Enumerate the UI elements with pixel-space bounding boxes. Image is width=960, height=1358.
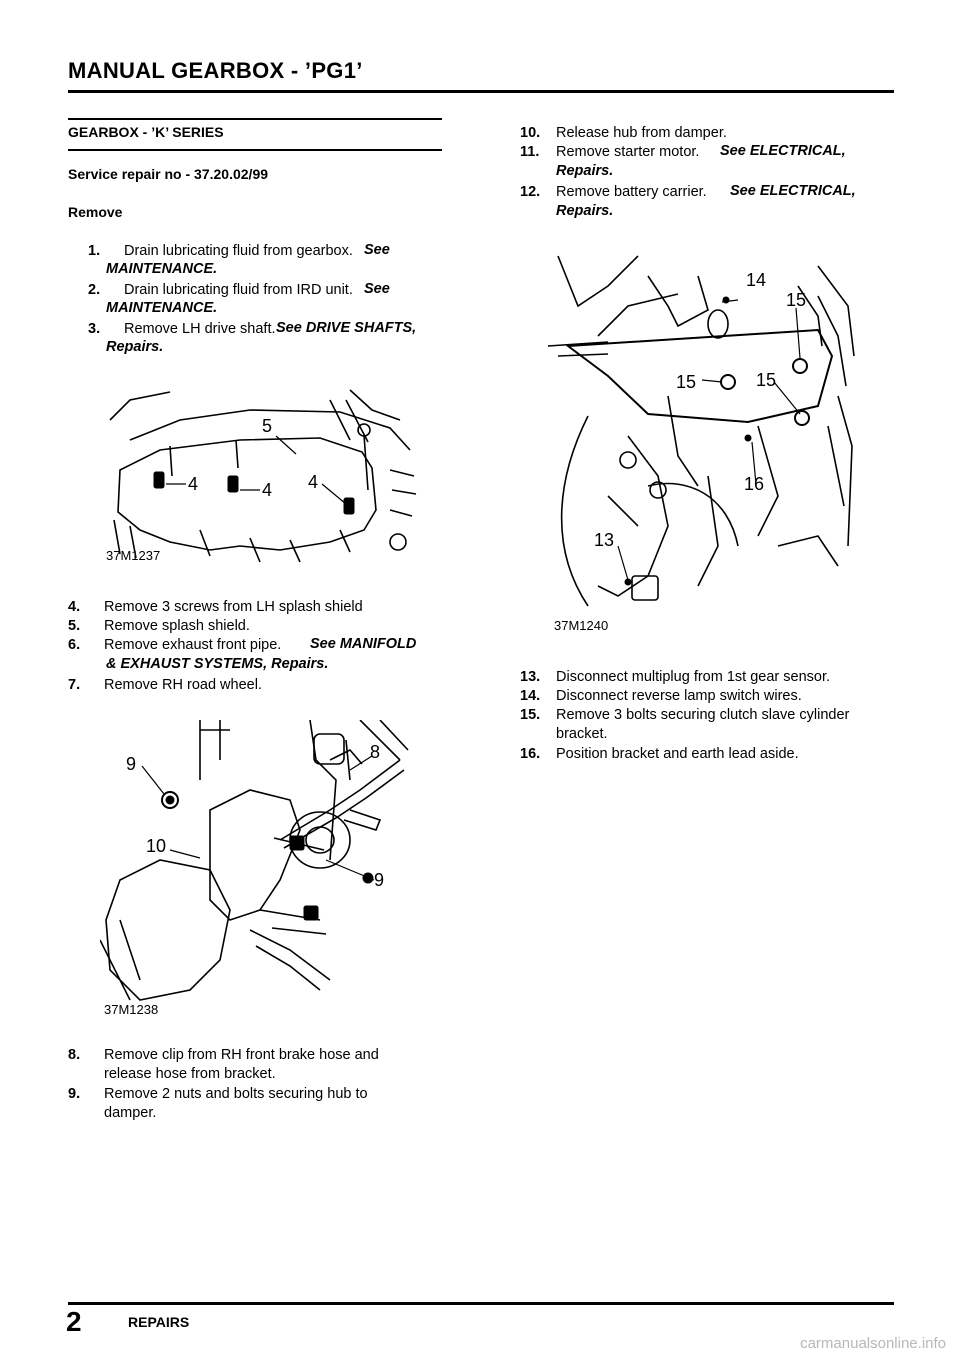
step-number: 8. — [68, 1047, 81, 1063]
callout-15: 15 — [756, 370, 777, 390]
page-title: MANUAL GEARBOX - ’PG1’ — [68, 58, 363, 83]
step-14: 14. Disconnect reverse lamp switch wires… — [520, 687, 900, 707]
step-number: 6. — [68, 637, 81, 653]
step-15: 15. Remove 3 bolts securing clutch slave… — [520, 706, 900, 746]
step-text: Remove battery carrier. — [556, 184, 707, 200]
callout-14: 14 — [746, 270, 767, 290]
callout-15: 15 — [786, 290, 807, 310]
step-number: 16. — [520, 746, 541, 762]
step-number: 11. — [520, 144, 540, 160]
header-rule — [68, 90, 894, 93]
step-10: 10. Release hub from damper. — [520, 124, 900, 144]
step-16: 16. Position bracket and earth lead asid… — [520, 745, 900, 765]
figure-37m1240 — [548, 255, 855, 607]
step-text: Drain lubricating fluid from gearbox. — [124, 243, 353, 259]
step-8: 8. Remove clip from RH front brake hose … — [68, 1046, 448, 1086]
step-4: 4. Remove 3 screws from LH splash shield — [68, 598, 448, 618]
step-7: 7. Remove RH road wheel. — [68, 676, 448, 696]
step-number: 14. — [520, 688, 541, 704]
step-text: Remove 2 nuts and bolts securing hub to — [104, 1086, 368, 1102]
section-bottom-rule — [68, 149, 442, 151]
step-text: Position bracket and earth lead aside. — [556, 746, 799, 762]
step-number: 1. — [88, 243, 101, 259]
figure-code: 37M1238 — [104, 1002, 159, 1017]
see-reference-continued: MAINTENANCE. — [106, 261, 218, 277]
step-number: 3. — [88, 321, 101, 337]
step-3: 3. Remove LH drive shaft. — [88, 320, 448, 360]
step-number: 9. — [68, 1086, 81, 1102]
callout-15: 15 — [676, 372, 697, 392]
see-reference-continued: Repairs. — [556, 163, 614, 179]
step-number: 15. — [520, 707, 541, 723]
step-text: Remove starter motor. — [556, 144, 700, 160]
step-text: Remove clip from RH front brake hose and — [104, 1047, 379, 1063]
step-text: Disconnect multiplug from 1st gear senso… — [556, 669, 831, 685]
step-12: 12. Remove battery carrier. — [520, 183, 900, 203]
callout-16: 16 — [744, 474, 765, 494]
figure-code: 37M1240 — [554, 618, 609, 633]
see-reference: See MANIFOLD — [310, 636, 417, 652]
footer-section-label: REPAIRS — [128, 1314, 190, 1330]
step-13: 13. Disconnect multiplug from 1st gear s… — [520, 668, 900, 688]
step-text-continued: bracket. — [556, 726, 608, 742]
see-reference: See ELECTRICAL, — [720, 143, 846, 159]
watermark: carmanualsonline.info — [800, 1335, 946, 1352]
callout-9: 9 — [374, 870, 385, 890]
see-reference-continued: Repairs. — [106, 339, 164, 355]
see-reference-continued: & EXHAUST SYSTEMS, Repairs. — [106, 656, 329, 672]
callout-4: 4 — [262, 480, 273, 500]
step-number: 13. — [520, 669, 541, 685]
see-reference: See DRIVE SHAFTS, — [276, 320, 417, 336]
step-text: Remove LH drive shaft. — [124, 321, 276, 337]
section-top-rule — [68, 118, 442, 120]
step-text: Release hub from damper. — [556, 125, 727, 141]
step-text-continued: damper. — [104, 1105, 157, 1121]
step-text: Remove splash shield. — [104, 618, 250, 634]
step-9: 9. Remove 2 nuts and bolts securing hub … — [68, 1085, 448, 1125]
callout-8: 8 — [370, 742, 381, 762]
step-number: 10. — [520, 125, 541, 141]
step-number: 7. — [68, 677, 81, 693]
step-number: 5. — [68, 618, 81, 634]
step-6: 6. Remove exhaust front pipe. — [68, 636, 448, 656]
step-number: 4. — [68, 599, 81, 615]
step-11: 11. Remove starter motor. — [520, 143, 900, 163]
callout-9: 9 — [126, 754, 137, 774]
step-2: 2. Drain lubricating fluid from IRD unit… — [88, 281, 448, 321]
figure-37m1238 — [100, 720, 409, 1001]
callout-5: 5 — [262, 416, 273, 436]
step-text: Drain lubricating fluid from IRD unit. — [124, 282, 353, 298]
see-reference: See ELECTRICAL, — [730, 183, 856, 199]
see-reference-continued: MAINTENANCE. — [106, 300, 218, 316]
step-text-continued: release hose from bracket. — [104, 1066, 276, 1082]
step-text: Remove 3 screws from LH splash shield — [104, 599, 363, 615]
figure-code: 37M1237 — [106, 548, 161, 563]
footer-rule — [68, 1302, 894, 1305]
step-text: Remove 3 bolts securing clutch slave cyl… — [556, 707, 850, 723]
step-text: Remove exhaust front pipe. — [104, 637, 282, 653]
callout-4: 4 — [308, 472, 319, 492]
figure-37m1237 — [109, 389, 417, 563]
see-reference: See — [364, 281, 390, 297]
step-text: Disconnect reverse lamp switch wires. — [556, 688, 802, 704]
step-5: 5. Remove splash shield. — [68, 617, 448, 637]
step-number: 2. — [88, 282, 101, 298]
page-number: 2 — [66, 1306, 82, 1337]
step-1: 1. Drain lubricating fluid from gearbox. — [88, 242, 448, 282]
section-title: GEARBOX - ’K’ SERIES — [68, 124, 224, 140]
callout-13: 13 — [594, 530, 615, 550]
service-repair-number: Service repair no - 37.20.02/99 — [68, 166, 269, 182]
see-reference-continued: Repairs. — [556, 203, 614, 219]
callout-10: 10 — [146, 836, 167, 856]
see-reference: See — [364, 242, 390, 258]
step-text: Remove RH road wheel. — [104, 677, 262, 693]
step-number: 12. — [520, 184, 541, 200]
callout-4: 4 — [188, 474, 199, 494]
remove-heading: Remove — [68, 204, 123, 220]
